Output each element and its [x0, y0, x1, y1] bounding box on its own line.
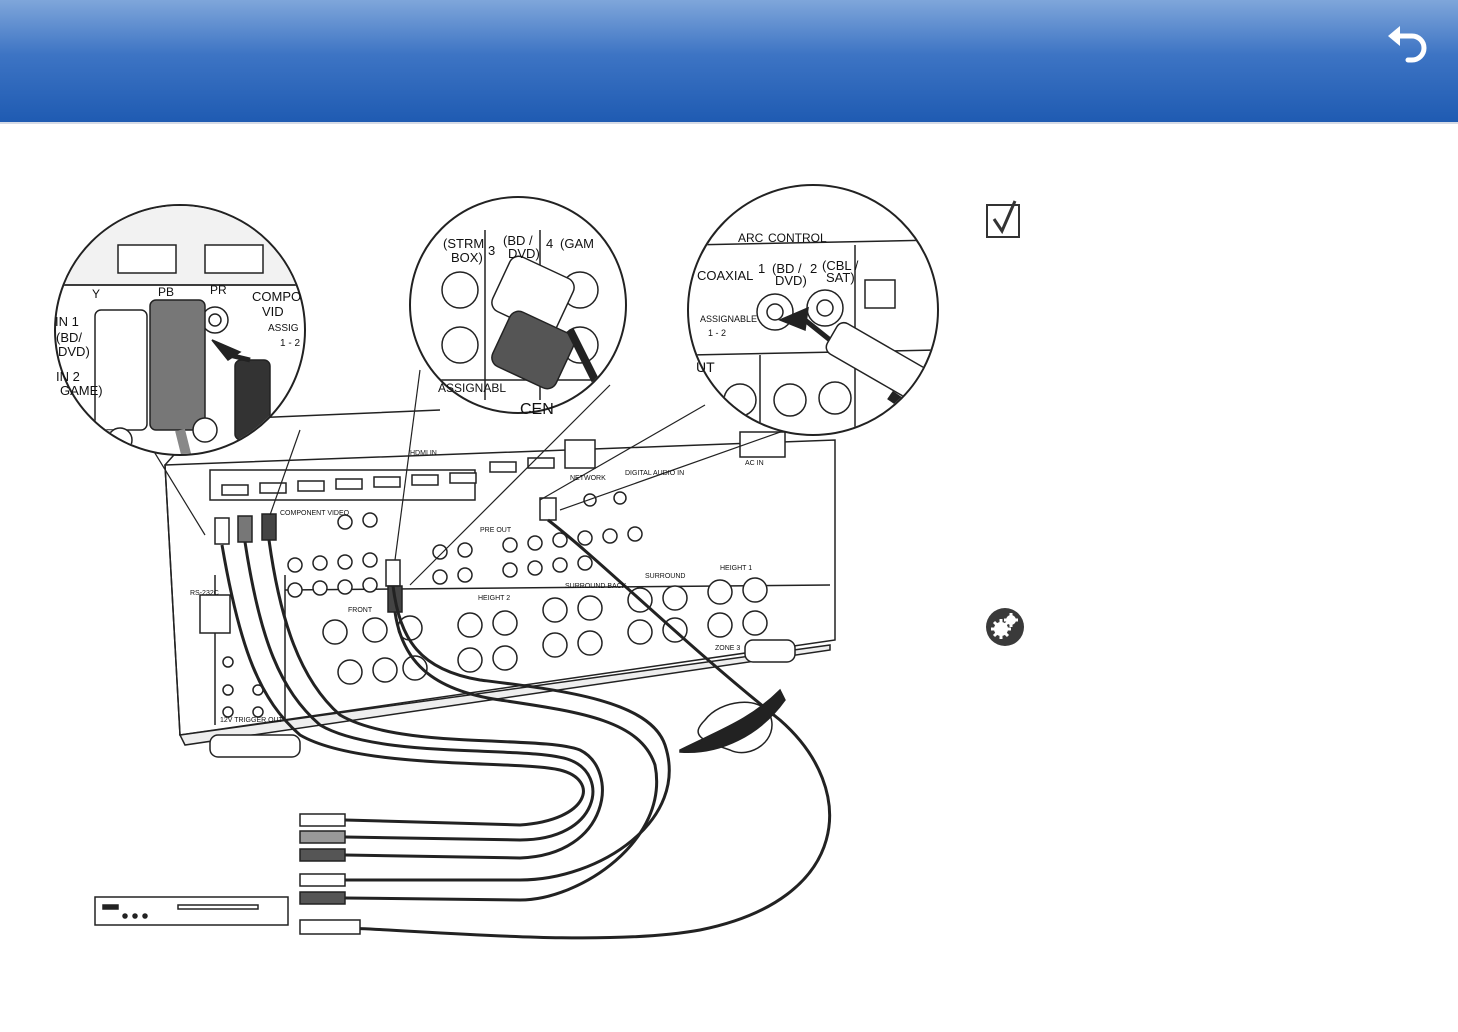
header-divider — [0, 122, 1458, 124]
label-arc: ARC — [738, 231, 764, 245]
label-pb: PB — [158, 285, 174, 299]
label-bd-dvd: (BD/ — [56, 330, 82, 345]
label-trigger: 12V TRIGGER OUT — [220, 717, 284, 724]
zoom-circle-coaxial — [687, 184, 939, 436]
label-rs232: RS-232C — [190, 590, 219, 597]
label-vid: VID — [262, 304, 284, 319]
label-assignable2: ASSIGNABLE — [700, 314, 757, 324]
label-c1: 1 — [758, 261, 765, 276]
label-ut: UT — [696, 359, 715, 375]
label-cen: CEN — [520, 401, 554, 418]
label-dvd: DVD) — [58, 344, 90, 359]
zoom-circle-audio — [409, 196, 627, 414]
label-num3: 3 — [488, 243, 495, 258]
zoom-circle-component — [54, 204, 306, 456]
label-dvd3: DVD) — [508, 246, 540, 261]
label-c1-label2: DVD) — [775, 273, 807, 288]
label-game: GAME) — [60, 383, 103, 398]
label-assign-range: 1 - 2 — [708, 328, 726, 338]
label-y: Y — [92, 287, 100, 301]
label-c2-label2: SAT) — [826, 270, 855, 285]
bd-player-icon — [94, 896, 289, 926]
label-compo: COMPO — [252, 289, 301, 304]
label-bd3: (BD / — [503, 233, 533, 248]
label-box: BOX) — [451, 250, 483, 265]
label-ac-in: AC IN — [745, 460, 764, 467]
label-surround: SURROUND — [645, 573, 685, 580]
header-bar — [0, 0, 1458, 122]
label-height2: HEIGHT 2 — [478, 595, 510, 602]
label-c2: 2 — [810, 261, 817, 276]
label-component-video: COMPONENT VIDEO — [280, 510, 350, 517]
label-network: NETWORK — [570, 475, 606, 482]
label-height1: HEIGHT 1 — [720, 565, 752, 572]
label-num4: 4 — [546, 236, 553, 251]
label-digital-audio-in: DIGITAL AUDIO IN — [625, 470, 684, 477]
label-assig-num: 1 - 2 — [280, 338, 300, 349]
back-arrow-icon[interactable] — [1384, 22, 1436, 66]
label-strm: (STRM — [443, 236, 484, 251]
label-hdmi-in: HDMI IN — [410, 450, 437, 457]
label-control: CONTROL — [768, 231, 827, 245]
label-zone3: ZONE 3 — [715, 645, 740, 652]
label-game4: (GAM — [560, 236, 594, 251]
label-pre-out: PRE OUT — [480, 527, 512, 534]
label-coaxial: COAXIAL — [697, 268, 753, 283]
label-c1-label: (BD / — [772, 261, 802, 276]
label-surround-back: SURROUND BACK — [565, 583, 627, 590]
settings-gear-icon — [985, 607, 1025, 647]
connection-diagram: Y PB PR COMPO VID ASSIG 1 - 2 IN 1 (BD/ … — [0, 124, 960, 984]
checkbox-icon — [985, 197, 1027, 239]
label-c2-label: (CBL / — [822, 258, 859, 273]
label-front: FRONT — [348, 607, 373, 614]
label-pr: PR — [210, 283, 227, 297]
label-assignable: ASSIGNABL — [438, 381, 506, 395]
label-in2: IN 2 — [56, 369, 80, 384]
label-assig: ASSIG — [268, 323, 299, 334]
label-in1: IN 1 — [55, 314, 79, 329]
receiver-back-panel — [164, 409, 836, 758]
